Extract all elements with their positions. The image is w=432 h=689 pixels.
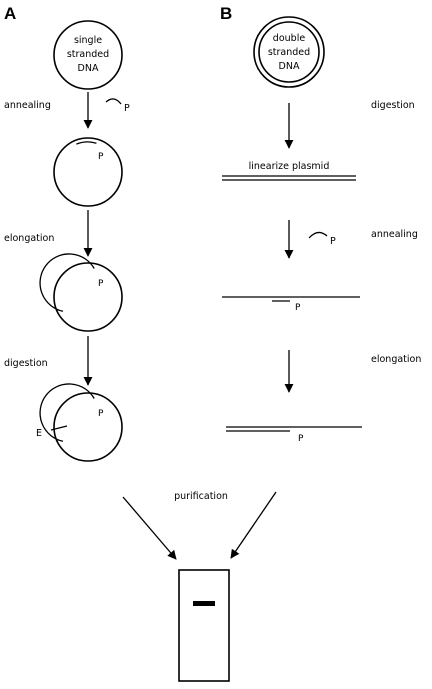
purification-label: purification <box>174 491 228 502</box>
circle-b-line-2: stranded <box>268 47 310 58</box>
annealed-primer-linear-label: P <box>295 303 301 313</box>
elongated-linear-primer-label: P <box>298 434 304 444</box>
annealed-primer-label: P <box>98 152 104 162</box>
free-primer-left <box>105 98 122 105</box>
left-step-elongation: elongation <box>4 233 54 244</box>
panel-label-b: B <box>220 4 232 23</box>
enzyme-label: E <box>36 428 42 439</box>
right-step-annealing: annealing <box>371 229 418 240</box>
left-step-digestion: digestion <box>4 358 48 369</box>
circle-b-line-1: double <box>273 33 306 44</box>
circle-b-line-3: DNA <box>279 61 300 72</box>
right-step-elongation: elongation <box>371 354 421 365</box>
digested-primer-label: P <box>98 409 104 419</box>
gel-band <box>193 601 215 606</box>
gel-lane <box>178 569 230 682</box>
double-stranded-dna-circle: double stranded DNA <box>253 16 325 88</box>
linearize-plasmid-label: linearize plasmid <box>249 161 330 172</box>
circle-a-line-3: DNA <box>78 63 99 74</box>
annealed-primer-circle: P <box>53 137 123 207</box>
circle-a-line-1: single <box>74 35 102 46</box>
circle-a-line-2: stranded <box>67 49 109 60</box>
free-primer-right <box>308 231 328 239</box>
elongated-circle: P <box>39 253 123 332</box>
elongated-primer-label: P <box>98 279 104 289</box>
single-stranded-dna-circle: single stranded DNA <box>53 20 123 90</box>
panel-label-a: A <box>4 4 16 23</box>
purification-arrow-right <box>230 491 277 559</box>
left-step-annealing: annealing <box>4 100 51 111</box>
purification-arrow-left <box>122 496 177 560</box>
digested-circle: E P <box>36 383 123 462</box>
right-step-digestion: digestion <box>371 100 415 111</box>
free-primer-left-label: P <box>124 103 130 114</box>
free-primer-right-label: P <box>330 236 336 247</box>
